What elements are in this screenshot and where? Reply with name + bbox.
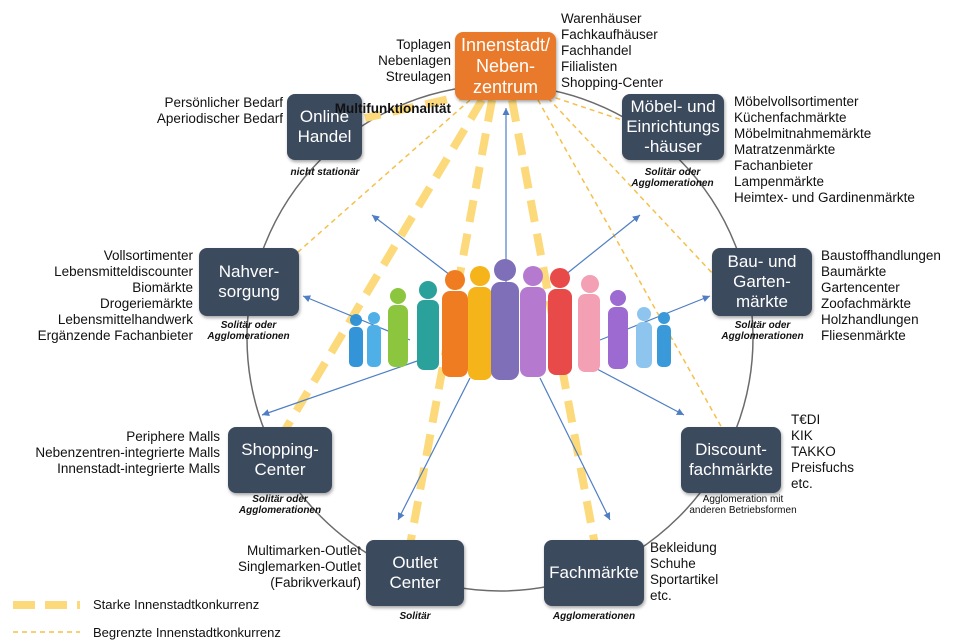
multifunktionalitaet-text: Multifunktionalität xyxy=(334,101,451,116)
node-online-handel: Online Handel xyxy=(287,94,362,160)
limited-line-moebel xyxy=(546,94,623,121)
arrow-fachmaerkte xyxy=(539,377,611,521)
list-innenstadt-lagen: Toplagen Nebenlagen Streulagen Multifunk… xyxy=(251,21,451,117)
limited-line-bau xyxy=(547,97,715,276)
arrow-online xyxy=(371,214,451,276)
list-innenstadt-formen: Warenhäuser Fachkaufhäuser Fachhandel Fi… xyxy=(561,11,664,90)
node-shopping-center: Shopping- Center xyxy=(228,427,332,493)
lagen-text: Toplagen Nebenlagen Streulagen xyxy=(378,37,451,84)
note-fachmaerkte: Agglomerationen xyxy=(552,611,636,622)
note-shopping: Solitär oder Agglomerationen xyxy=(238,494,322,516)
people-silhouettes xyxy=(349,259,671,380)
node-nahversorgung: Nahver- sorgung xyxy=(199,248,299,316)
list-outlet: Multimarken-Outlet Singlemarken-Outlet (… xyxy=(237,543,361,590)
node-innenstadt: Innenstadt/ Neben- zentrum xyxy=(455,32,556,100)
limited-competition-lines xyxy=(271,94,723,429)
list-discount: T€DI KIK TAKKO Preisfuchs etc. xyxy=(791,412,855,491)
note-bau: Solitär oder Agglomerationen xyxy=(721,320,804,342)
node-outlet-center: Outlet Center xyxy=(366,540,464,606)
note-nahversorgung: Solitär oder Agglomerationen xyxy=(207,320,290,342)
list-shopping: Periphere Malls Nebenzentren-integrierte… xyxy=(35,429,220,476)
list-bau: Baustoffhandlungen Baumärkte Gartencente… xyxy=(821,248,941,343)
legend-strong-label: Starke Innenstadtkonkurrenz xyxy=(93,597,260,612)
list-fachmaerkte: Bekleidung Schuhe Sportartikel etc. xyxy=(650,540,719,603)
strong-line-fachmaerkte xyxy=(508,99,599,546)
note-moebel: Solitär oder Agglomerationen xyxy=(631,167,714,189)
node-fachmaerkte: Fachmärkte xyxy=(544,540,644,606)
list-moebel: Möbelvollsortimenter Küchenfachmärkte Mö… xyxy=(734,94,915,205)
node-discount: Discount- fachmärkte xyxy=(681,427,781,493)
strong-line-shopping xyxy=(281,97,486,433)
limited-line-nahversorgung xyxy=(271,99,471,276)
arrow-outlet xyxy=(397,377,471,521)
note-online: nicht stationär xyxy=(290,167,360,178)
node-bau-garten: Bau- und Garten- märkte xyxy=(712,248,812,316)
strong-line-outlet xyxy=(406,99,496,546)
list-online: Persönlicher Bedarf Aperiodischer Bedarf xyxy=(156,95,283,126)
list-nahversorgung: Vollsortimenter Lebensmitteldiscounter B… xyxy=(37,248,193,343)
arrow-shopping xyxy=(261,359,421,417)
legend-limited-label: Begrenzte Innenstadtkonkurrenz xyxy=(93,625,281,640)
arrow-moebel xyxy=(564,214,641,276)
note-outlet: Solitär xyxy=(399,611,431,622)
node-moebel: Möbel- und Einrichtungs -häuser xyxy=(622,94,724,160)
note-discount: Agglomeration mit anderen Betriebsformen xyxy=(689,494,797,516)
